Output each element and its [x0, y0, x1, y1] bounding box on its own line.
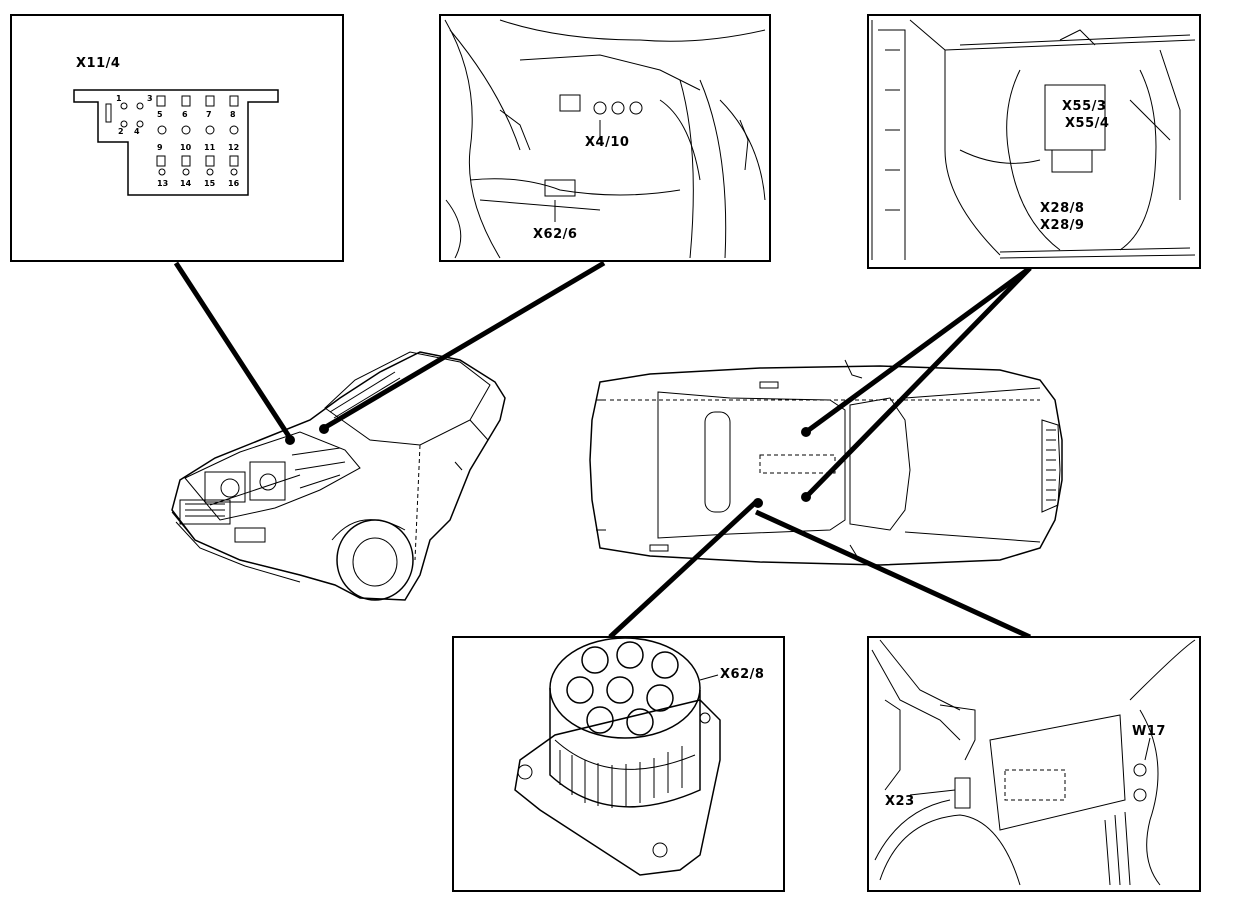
x11-4-pin-grid: 1 2 3 4 5 6 7 8 9 10 11 12 13 14 — [105, 94, 240, 188]
car-top-view — [589, 359, 1063, 566]
pin-label: 12 — [228, 143, 239, 152]
car-front-perspective — [171, 351, 506, 601]
pin-label: 2 — [118, 127, 124, 136]
pin-label: 8 — [230, 110, 236, 119]
callout-x62-8: X62/8 — [720, 667, 764, 682]
leader-lines — [173, 260, 1032, 640]
panel-x11-4: X11/4 1 2 3 4 5 6 7 8 9 10 — [10, 14, 344, 262]
callout-x4-10: X4/10 — [585, 135, 629, 150]
pin-label: 16 — [228, 179, 240, 188]
callout-x23: X23 — [885, 794, 915, 809]
pin-label: 10 — [180, 143, 192, 152]
panel-x62-8: X62/8 — [452, 636, 785, 892]
callout-x28-8: X28/8 — [1040, 201, 1084, 216]
callout-x28-9: X28/9 — [1040, 218, 1084, 233]
panel-relay-area: X55/3 X55/4 X28/8 X28/9 — [867, 14, 1201, 269]
pin-label: 4 — [134, 127, 140, 136]
pin-label: 14 — [180, 179, 192, 188]
callout-x55-4: X55/4 — [1065, 116, 1109, 131]
pin-label: 7 — [206, 110, 212, 119]
pin-label: 9 — [157, 143, 163, 152]
pin-label: 13 — [157, 179, 168, 188]
panel-x23-w17: W17 X23 — [867, 636, 1201, 892]
pin-label: 3 — [147, 94, 153, 103]
pin-label: 11 — [204, 143, 216, 152]
panel-engine-bay: X4/10 X62/6 — [439, 14, 771, 262]
callout-x62-6: X62/6 — [533, 227, 577, 242]
pin-label: 5 — [157, 110, 163, 119]
pin-label: 15 — [204, 179, 216, 188]
pin-label: 6 — [182, 110, 188, 119]
callout-x11-4: X11/4 — [76, 56, 120, 71]
pin-label: 1 — [116, 94, 122, 103]
callout-w17: W17 — [1132, 724, 1166, 739]
callout-x55-3: X55/3 — [1062, 99, 1106, 114]
